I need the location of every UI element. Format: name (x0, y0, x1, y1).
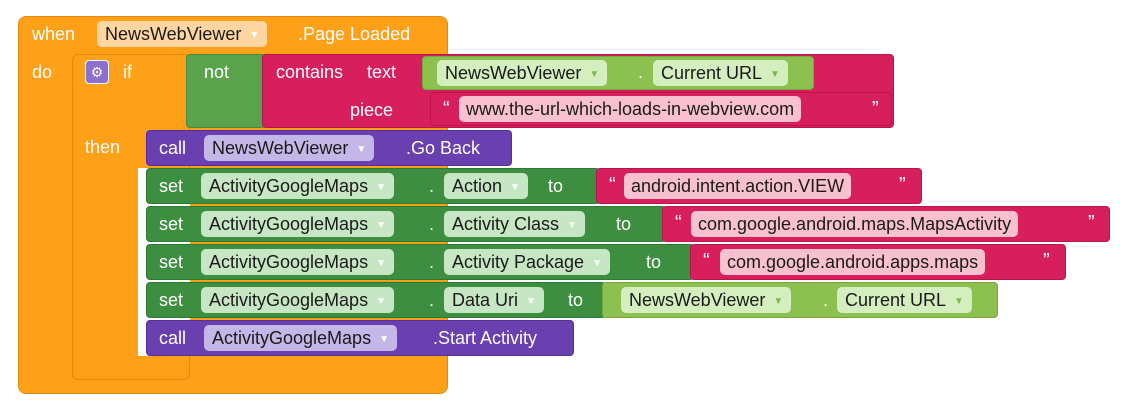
datauri-getter-component-dropdown[interactable]: NewsWebViewer ▼ (621, 287, 792, 313)
set-class-property-dropdown[interactable]: Activity Class ▼ (444, 211, 585, 237)
chevron-down-icon: ▼ (773, 296, 784, 307)
chevron-down-icon: ▼ (376, 296, 386, 307)
to-label: to (646, 252, 662, 272)
call-label: call (159, 138, 187, 158)
chevron-down-icon: ▼ (526, 296, 536, 307)
close-quote: ” (1088, 212, 1095, 234)
chevron-down-icon: ▼ (592, 258, 602, 269)
open-quote: “ (443, 98, 450, 120)
event-name: .Page Loaded (298, 24, 411, 44)
contains-label: contains (276, 62, 344, 82)
text-label: text (367, 62, 397, 82)
dot-separator: . (429, 176, 435, 196)
event-component-dropdown[interactable]: NewsWebViewer ▼ (97, 21, 268, 47)
set-action-value[interactable]: android.intent.action.VIEW (624, 173, 852, 199)
not-label: not (204, 62, 230, 82)
set-label: set (159, 176, 184, 196)
chevron-down-icon: ▼ (376, 220, 386, 231)
set-package-component-name: ActivityGoogleMaps (209, 252, 369, 272)
set-action-property-name: Action (452, 176, 503, 196)
set-datauri-property-name: Data Uri (452, 290, 519, 310)
gear-icon[interactable]: ⚙ (85, 60, 109, 84)
datauri-getter-property-dropdown[interactable]: Current URL ▼ (837, 287, 972, 313)
close-quote: ” (872, 98, 879, 120)
to-label: to (616, 214, 632, 234)
set-package-property-name: Activity Package (452, 252, 585, 272)
piece-label: piece (350, 100, 394, 120)
getter-property-dropdown[interactable]: Current URL ▼ (653, 60, 788, 86)
chevron-down-icon: ▼ (379, 334, 389, 345)
set-class-component-name: ActivityGoogleMaps (209, 214, 369, 234)
open-quote: “ (609, 174, 616, 196)
go-back-component-name: NewsWebViewer (212, 138, 349, 158)
start-activity-component-dropdown[interactable]: ActivityGoogleMaps ▼ (204, 325, 397, 351)
getter-component-dropdown[interactable]: NewsWebViewer ▼ (437, 60, 608, 86)
not-block[interactable] (186, 54, 266, 128)
set-package-value[interactable]: com.google.android.apps.maps (720, 249, 986, 275)
datauri-getter-component-name: NewsWebViewer (629, 290, 766, 310)
set-label: set (159, 252, 184, 272)
set-datauri-property-dropdown[interactable]: Data Uri ▼ (444, 287, 544, 313)
set-action-component-dropdown[interactable]: ActivityGoogleMaps ▼ (201, 173, 394, 199)
set-label: set (159, 214, 184, 234)
chevron-down-icon: ▼ (376, 182, 386, 193)
getter-component-name: NewsWebViewer (445, 63, 582, 83)
then-label: then (85, 137, 121, 157)
start-activity-method: .Start Activity (433, 328, 538, 348)
chevron-down-icon: ▼ (376, 258, 386, 269)
to-label: to (568, 290, 584, 310)
set-datauri-component-name: ActivityGoogleMaps (209, 290, 369, 310)
call-label: call (159, 328, 187, 348)
set-class-component-dropdown[interactable]: ActivityGoogleMaps ▼ (201, 211, 394, 237)
getter-property-name: Current URL (661, 63, 763, 83)
start-activity-component-name: ActivityGoogleMaps (212, 328, 372, 348)
close-quote: ” (1043, 250, 1050, 272)
event-component-name: NewsWebViewer (105, 24, 242, 44)
set-action-component-name: ActivityGoogleMaps (209, 176, 369, 196)
dot-separator: . (823, 290, 829, 310)
chevron-down-icon: ▼ (770, 69, 780, 80)
open-quote: “ (703, 250, 710, 272)
chevron-down-icon: ▼ (249, 30, 260, 41)
set-class-property-name: Activity Class (452, 214, 560, 234)
if-label: if (123, 62, 132, 82)
piece-value[interactable]: www.the-url-which-loads-in-webview.com (459, 96, 802, 122)
chevron-down-icon: ▼ (356, 144, 367, 155)
close-quote: ” (899, 174, 906, 196)
set-label: set (159, 290, 184, 310)
datauri-getter-property-name: Current URL (845, 290, 947, 310)
open-quote: “ (675, 212, 682, 234)
set-package-component-dropdown[interactable]: ActivityGoogleMaps ▼ (201, 249, 394, 275)
when-label: when (32, 24, 76, 44)
set-package-property-dropdown[interactable]: Activity Package ▼ (444, 249, 610, 275)
chevron-down-icon: ▼ (510, 182, 520, 193)
chevron-down-icon: ▼ (567, 220, 577, 231)
chevron-down-icon: ▼ (954, 296, 964, 307)
dot-separator: . (429, 252, 435, 272)
dot-separator: . (429, 214, 435, 234)
to-label: to (548, 176, 564, 196)
go-back-method: .Go Back (406, 138, 481, 158)
do-label: do (32, 62, 53, 82)
set-action-property-dropdown[interactable]: Action ▼ (444, 173, 528, 199)
set-datauri-component-dropdown[interactable]: ActivityGoogleMaps ▼ (201, 287, 394, 313)
dot-separator: . (638, 62, 644, 82)
set-class-value[interactable]: com.google.android.maps.MapsActivity (691, 211, 1019, 237)
chevron-down-icon: ▼ (589, 69, 600, 80)
go-back-component-dropdown[interactable]: NewsWebViewer ▼ (204, 135, 375, 161)
dot-separator: . (429, 290, 435, 310)
